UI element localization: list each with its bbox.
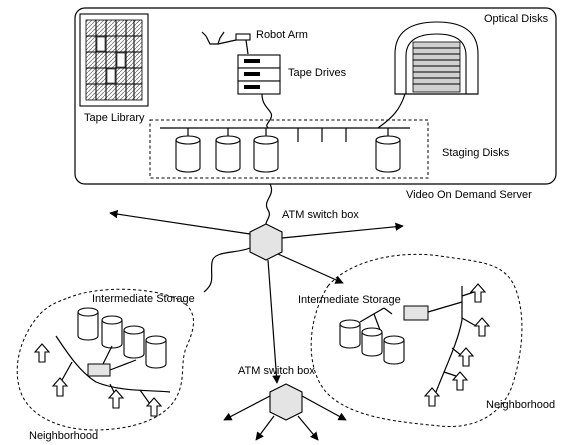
cable-left-neighborhood [204,248,250,292]
left-storage-disk-3 [124,326,144,358]
neighborhood-left-label: Neighborhood [29,430,98,442]
house-icon [35,344,49,362]
bottom-arrow-down-left [256,416,274,440]
tape-library [80,14,148,106]
bottom-arrow-left [224,396,270,420]
right-storage-disk-2 [362,328,382,356]
staging-disks-label: Staging Disks [442,147,510,159]
arrow-right [282,226,403,238]
staging-disk-3 [254,136,278,172]
arrow-right-neighborhood [278,254,343,283]
atm-switch-top-label: ATM switch box [282,209,359,221]
robot-arm-label: Robot Arm [256,29,308,41]
tape-drive-cable [262,94,271,128]
tape-drives [238,55,280,94]
robot-arm [202,32,250,54]
intermediate-storage-left-label: Intermediate Storage [92,293,195,305]
staging-disk-4 [376,136,400,172]
staging-disk-1 [176,136,200,172]
optical-cable [378,94,405,128]
arrow-left [110,213,250,234]
house-icon [147,398,161,416]
optical-disks [395,22,478,94]
staging-disk-2 [216,136,240,172]
house-icon [109,390,123,408]
atm-switch-bottom-label: ATM switch box [238,365,315,377]
bottom-arrow-right [302,396,346,420]
intermediate-storage-right-label: Intermediate Storage [298,294,401,306]
atm-switch-bottom [270,384,302,420]
house-icon [471,284,485,302]
bottom-arrow-down-right [298,416,318,440]
left-neighborhood-switch [88,364,110,376]
tape-drives-label: Tape Drives [288,67,347,79]
house-icon [453,372,467,390]
left-storage-disk-1 [78,308,98,340]
left-storage-disk-2 [102,316,122,348]
optical-disks-label: Optical Disks [484,13,549,25]
server-atm-cable [266,184,272,224]
left-storage-disk-4 [146,336,166,368]
right-storage-disk-3 [384,336,404,364]
neighborhood-right-label: Neighborhood [486,399,555,411]
tape-library-label: Tape Library [84,112,145,124]
right-neighborhood-switch [404,306,428,320]
atm-switch-top [250,224,282,260]
right-storage-disk-1 [340,320,360,348]
house-icon [53,378,67,396]
house-icon [475,318,489,336]
server-label: Video On Demand Server [406,189,532,201]
house-icon [459,348,473,366]
